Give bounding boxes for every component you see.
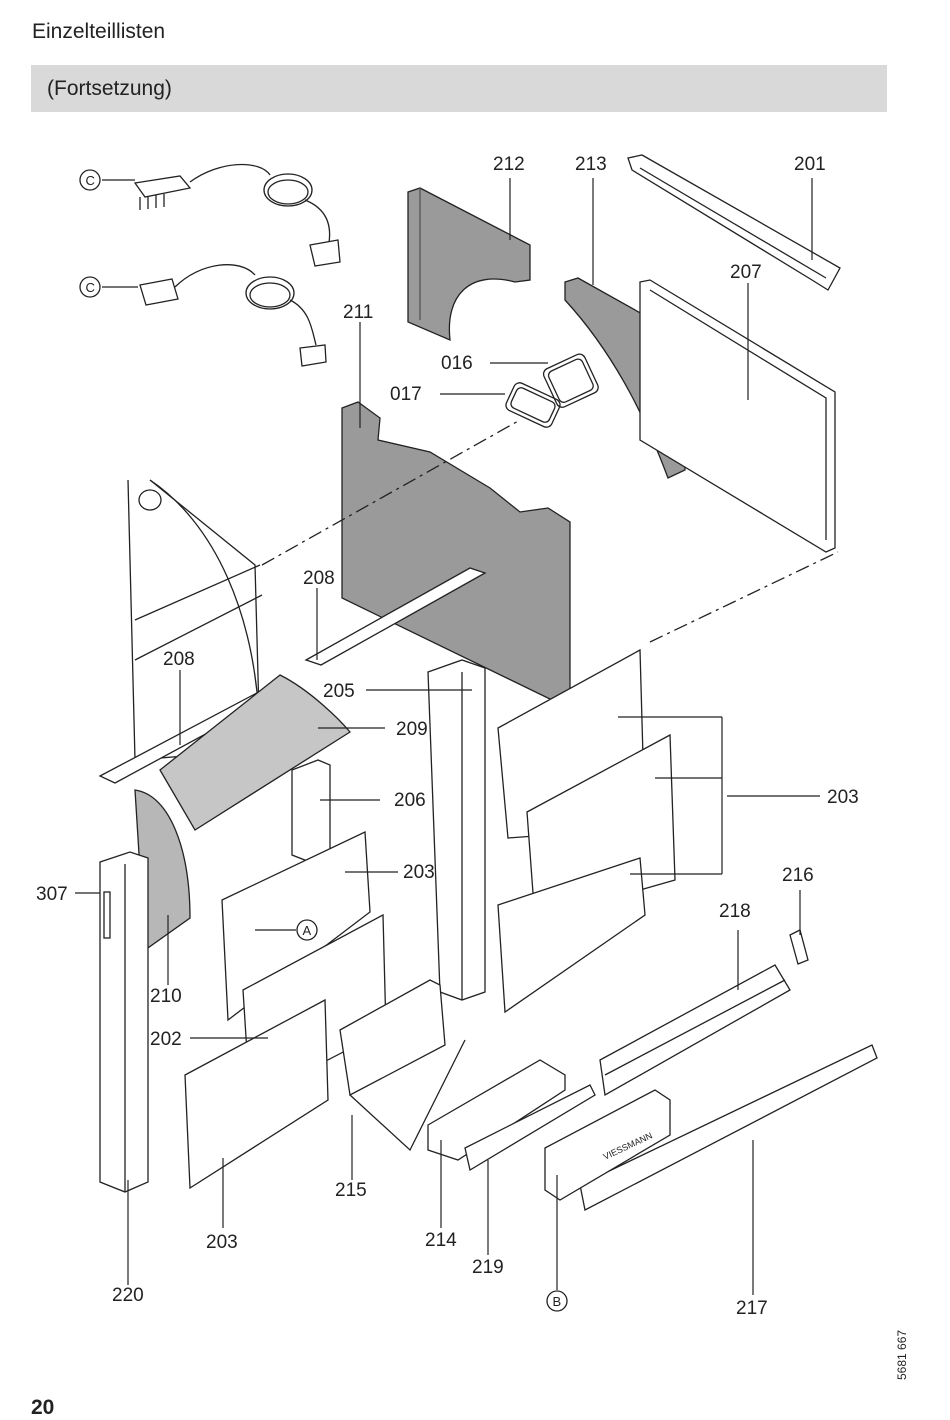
callout-c-upper: C bbox=[79, 169, 101, 191]
label-212: 212 bbox=[493, 154, 525, 175]
hood-209 bbox=[159, 674, 351, 831]
cable-harness-upper bbox=[133, 163, 341, 267]
front-panel-203-low bbox=[497, 857, 646, 1014]
section-band: (Fortsetzung) bbox=[31, 65, 887, 112]
svg-text:C: C bbox=[86, 280, 95, 295]
svg-text:C: C bbox=[86, 173, 95, 188]
label-213: 213 bbox=[575, 154, 607, 175]
label-202: 202 bbox=[150, 1029, 182, 1050]
exploded-parts-diagram: VIESSMANN 212 213 201 207 211 016 017 20… bbox=[36, 154, 878, 1319]
cable-harness-lower bbox=[139, 264, 327, 367]
label-215: 215 bbox=[335, 1180, 367, 1201]
gasket-017 bbox=[505, 382, 561, 428]
post-slot-307 bbox=[103, 891, 111, 939]
box-214 bbox=[427, 1059, 566, 1161]
cover-strip-217 bbox=[579, 1044, 878, 1211]
insulation-210 bbox=[134, 789, 191, 952]
rail-218 bbox=[599, 964, 791, 1097]
page-header: Einzelteillisten bbox=[32, 20, 166, 43]
tray-215 bbox=[339, 979, 446, 1096]
svg-text:A: A bbox=[303, 923, 312, 938]
alignment-line bbox=[261, 419, 521, 566]
alignment-line bbox=[649, 551, 839, 643]
label-201: 201 bbox=[794, 154, 826, 175]
label-208-upper: 208 bbox=[303, 568, 335, 589]
label-203-bottom: 203 bbox=[206, 1232, 238, 1253]
rail-201 bbox=[627, 154, 841, 291]
label-220: 220 bbox=[112, 1285, 144, 1306]
label-210: 210 bbox=[150, 986, 182, 1007]
back-panel-207 bbox=[639, 279, 836, 553]
callout-a: A bbox=[296, 919, 318, 941]
label-216: 216 bbox=[782, 865, 814, 886]
label-206: 206 bbox=[394, 790, 426, 811]
strip-219 bbox=[464, 1084, 596, 1172]
control-unit bbox=[544, 1089, 671, 1201]
gasket-016 bbox=[542, 353, 599, 408]
side-post-205 bbox=[427, 659, 486, 1001]
bracket-206 bbox=[291, 759, 331, 863]
front-panel-203-left-lower bbox=[184, 998, 329, 1190]
label-207: 207 bbox=[730, 262, 762, 283]
label-218: 218 bbox=[719, 901, 751, 922]
callout-c-lower: C bbox=[79, 276, 101, 298]
label-208-lower: 208 bbox=[163, 649, 195, 670]
section-title: (Fortsetzung) bbox=[47, 77, 172, 100]
label-016: 016 bbox=[441, 353, 473, 374]
front-panel-203-left-upper bbox=[221, 831, 371, 1022]
label-217: 217 bbox=[736, 1298, 768, 1319]
label-219: 219 bbox=[472, 1257, 504, 1278]
page-number: 20 bbox=[31, 1396, 55, 1419]
insulation-block-211 bbox=[341, 401, 571, 701]
label-211: 211 bbox=[343, 302, 373, 323]
label-017: 017 bbox=[390, 384, 422, 405]
label-205: 205 bbox=[323, 681, 355, 702]
callout-b: B bbox=[546, 1290, 568, 1312]
side-post-220 bbox=[99, 851, 149, 1193]
strip-208a bbox=[304, 567, 487, 666]
label-203-left: 203 bbox=[403, 862, 435, 883]
svg-text:B: B bbox=[553, 1294, 562, 1309]
label-307: 307 bbox=[36, 884, 68, 905]
insulation-block-212 bbox=[407, 187, 531, 342]
label-203-right: 203 bbox=[827, 787, 859, 808]
label-214: 214 bbox=[425, 1230, 457, 1251]
clip-216 bbox=[789, 929, 809, 965]
document-number: 5681 667 bbox=[895, 1329, 909, 1380]
label-209: 209 bbox=[396, 719, 428, 740]
